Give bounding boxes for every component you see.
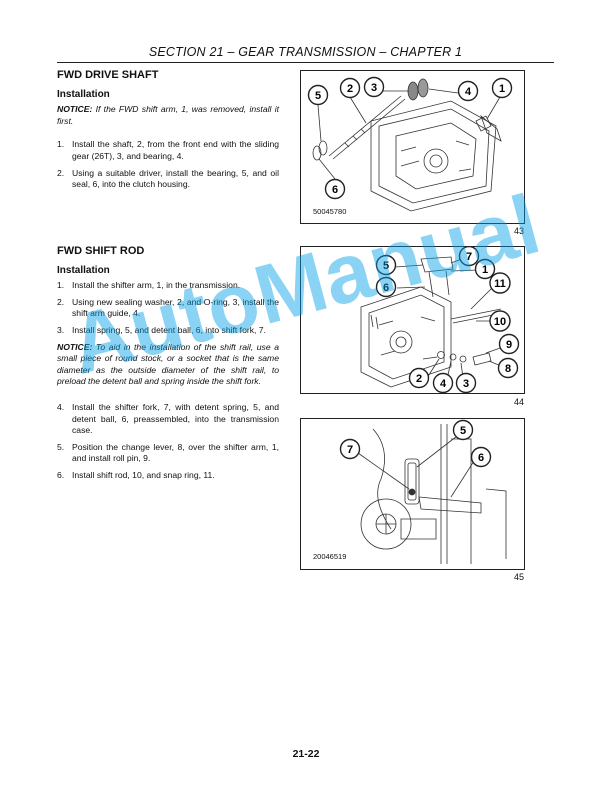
callout-5: 5	[307, 84, 329, 106]
step-number: 6.	[57, 469, 65, 480]
shift-rod-illustration: 7 5 1 6 11 10 9 8 2 4 3	[360, 247, 520, 393]
callout-9: 9	[498, 333, 520, 355]
step-number: 2.	[57, 167, 65, 178]
step-text: Using new sealing washer, 2, and O-ring,…	[72, 296, 279, 319]
step-number: 4.	[57, 401, 65, 412]
notice-text: If the FWD shift arm, 1, was removed, in…	[57, 104, 279, 126]
callout-7: 7	[458, 247, 480, 267]
figure-45-change-lever: 5 7 6 20046519	[300, 418, 525, 570]
step: 5. Position the change lever, 8, over the…	[57, 442, 279, 465]
step: 2. Using new sealing washer, 2, and O-rin…	[57, 297, 279, 320]
svg-text:10: 10	[494, 316, 506, 328]
svg-text:6: 6	[478, 452, 484, 464]
svg-text:6: 6	[332, 184, 338, 196]
callout-5: 5	[375, 254, 397, 276]
svg-text:11: 11	[494, 278, 506, 290]
step-text: Using a suitable driver, install the bea…	[72, 167, 279, 190]
callout-3: 3	[363, 76, 385, 98]
svg-text:5: 5	[460, 425, 466, 437]
callout-6: 6	[375, 276, 397, 298]
step-number: 1.	[57, 280, 65, 291]
figure-43-drive-shaft: 5 2 3 4 1 6 50045780	[300, 70, 525, 224]
svg-text:8: 8	[505, 363, 511, 375]
figure-id: 50045780	[313, 207, 347, 216]
step-text: Install the shifter fork, 7, with detent…	[72, 401, 279, 436]
svg-text:6: 6	[383, 282, 389, 294]
step-text: Install the shaft, 2, from the front end…	[72, 139, 279, 161]
step-number: 5.	[57, 441, 65, 452]
svg-text:3: 3	[463, 378, 469, 390]
callout-3: 3	[455, 372, 477, 393]
section-subtitle: Installation	[57, 264, 110, 276]
callout-2: 2	[339, 77, 361, 99]
callout-7: 7	[339, 438, 361, 460]
step-text: Install spring, 5, and detent ball, 6, i…	[72, 324, 266, 335]
svg-text:2: 2	[347, 83, 353, 95]
svg-text:7: 7	[347, 444, 353, 456]
notice-label: NOTICE:	[57, 104, 93, 115]
figure-number: 45	[514, 572, 525, 582]
figure-number: 43	[514, 226, 525, 236]
svg-text:3: 3	[371, 82, 377, 94]
step-text: Install the shifter arm, 1, in the trans…	[72, 280, 241, 291]
step-number: 2.	[57, 296, 65, 307]
svg-text:5: 5	[315, 90, 321, 102]
notice: NOTICE: If the FWD shift arm, 1, was rem…	[57, 104, 279, 127]
step: 1. Install the shifter arm, 1, in the tra…	[57, 280, 279, 292]
callout-2: 2	[408, 367, 430, 389]
notice-label: NOTICE:	[57, 341, 93, 352]
notice-text: To aid in the installation of the shift …	[57, 341, 279, 387]
step-text: Position the change lever, 8, over the s…	[72, 441, 279, 464]
header-rule	[57, 62, 554, 63]
section-title: FWD DRIVE SHAFT	[57, 69, 159, 81]
page-number: 21-22	[292, 748, 320, 760]
svg-text:9: 9	[506, 339, 512, 351]
callout-1: 1	[491, 77, 513, 99]
callout-5: 5	[452, 419, 474, 441]
svg-text:5: 5	[383, 260, 389, 272]
fwd-shift-rod-section: FWD SHIFT ROD Installation 1. Install the…	[57, 245, 279, 487]
step-text: Install shift rod, 10, and snap ring, 11…	[72, 469, 215, 480]
step: 4. Install the shifter fork, 7, with dete…	[57, 402, 279, 437]
step: 3. Install spring, 5, and detent ball, 6,…	[57, 325, 279, 337]
svg-text:2: 2	[416, 373, 422, 385]
svg-text:4: 4	[440, 378, 447, 390]
svg-text:1: 1	[499, 83, 505, 95]
drive-shaft-illustration: 5 2 3 4 1 6	[307, 76, 513, 212]
svg-text:7: 7	[466, 251, 472, 263]
step-number: 1.	[57, 139, 65, 150]
step: 2. Using a suitable driver, install the b…	[57, 168, 279, 191]
callout-8: 8	[497, 357, 519, 379]
callout-6: 6	[324, 178, 346, 200]
callout-6: 6	[470, 446, 492, 468]
callout-1: 1	[474, 258, 496, 280]
step: 1. Install the shaft, 2, from the front e…	[57, 139, 279, 162]
callout-10: 10	[489, 310, 511, 332]
callout-4: 4	[432, 372, 454, 393]
figure-id: 20046519	[313, 552, 347, 561]
step-number: 3.	[57, 324, 65, 335]
change-lever-illustration: 5 7 6	[339, 419, 507, 564]
section-title: FWD SHIFT ROD	[57, 245, 145, 257]
fwd-drive-shaft-section: FWD DRIVE SHAFT Installation NOTICE: If …	[57, 69, 279, 196]
svg-text:4: 4	[465, 86, 472, 98]
callout-4: 4	[457, 80, 479, 102]
figure-44-shift-rod: 7 5 1 6 11 10 9 8 2 4 3	[300, 246, 525, 394]
section-subtitle: Installation	[57, 88, 110, 100]
page-header: SECTION 21 – GEAR TRANSMISSION – CHAPTER…	[148, 45, 463, 59]
figure-number: 44	[514, 397, 525, 407]
step: 6. Install shift rod, 10, and snap ring, …	[57, 470, 279, 482]
callout-11: 11	[489, 272, 511, 294]
svg-text:1: 1	[482, 264, 488, 276]
notice: NOTICE: To aid in the installation of th…	[57, 342, 279, 388]
